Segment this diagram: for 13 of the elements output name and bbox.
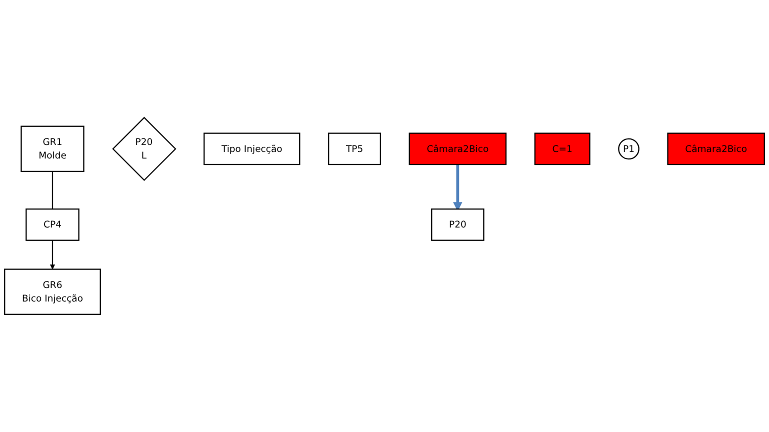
- arrow: [50, 240, 56, 270]
- node-diamond: P20 L: [112, 116, 176, 181]
- node-box: P20: [431, 208, 484, 241]
- node-box: C=1: [534, 132, 590, 166]
- node-box: Câmara2Bico: [408, 132, 507, 166]
- node-box: Tipo Injecção: [204, 132, 300, 166]
- connector: [52, 171, 54, 210]
- node-box: TP5: [328, 132, 382, 166]
- node-box: Câmara2Bico: [667, 132, 765, 166]
- node-box: GR1 Molde: [20, 126, 84, 172]
- node-circle: P1: [618, 138, 640, 160]
- node-box: CP4: [26, 208, 80, 241]
- node-box: GR6 Bico Injecção: [4, 268, 101, 315]
